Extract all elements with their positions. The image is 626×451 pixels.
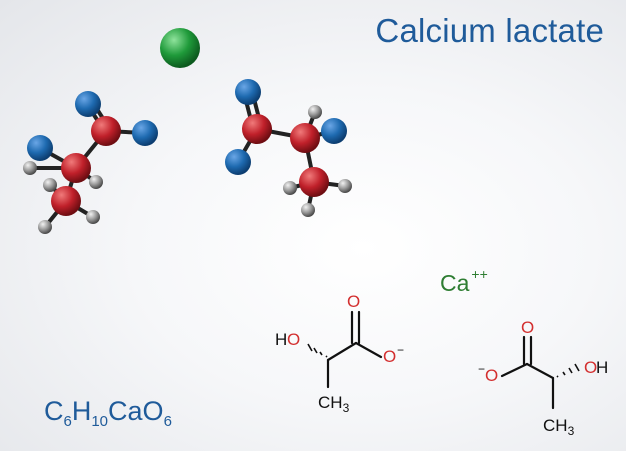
lactate-model-left-atoms [23,91,158,234]
oxygen-atom [235,79,261,105]
hydrogen-atom [308,105,322,119]
ion-charge: ++ [471,266,488,282]
skeletal-formula-right: − O O O H CH3 [478,318,608,438]
calcium-ion-label: Ca++ [440,267,488,297]
hydroxyl-o-label: O [287,330,300,349]
oxygen-atom [321,118,347,144]
carboxylate-oxygen-label: O [383,347,396,366]
ion-symbol: Ca [440,270,470,296]
hydroxyl-h-label: H [596,358,608,377]
lactate-model-right-atoms [225,79,352,217]
skeletal-bonds [500,335,555,410]
carbon-atom [290,123,320,153]
formula-subscript: 10 [91,413,109,430]
carbonyl-oxygen-label: O [347,292,360,311]
methyl-label: CH3 [543,416,575,438]
hydrogen-atom [38,220,52,234]
carboxylate-oxygen-label: O [485,366,498,385]
carbon-atom [61,153,91,183]
hydrogen-atom [89,175,103,189]
negative-charge: − [478,362,485,376]
carbon-atom [51,186,81,216]
hydrogen-atom [23,161,37,175]
hashed-wedge-bond [556,363,580,378]
formula-subscript: 6 [63,413,72,430]
carbon-atom [242,114,272,144]
oxygen-atom [27,135,53,161]
methyl-label: CH3 [318,393,350,415]
hydroxyl-h-label: H [275,330,287,349]
skeletal-bonds [326,310,383,389]
diagram-title: Calcium lactate [375,12,604,49]
formula-element: CaO [108,396,164,426]
skeletal-formula-left: H O O O − CH3 [275,292,404,415]
calcium-atom [160,28,200,68]
molecular-formula: C6H10CaO6 [44,396,172,430]
hydrogen-atom [283,181,297,195]
carbonyl-oxygen-label: O [521,318,534,337]
oxygen-atom [225,149,251,175]
hydroxyl-o-label: O [584,358,597,377]
formula-subscript: 6 [163,413,172,430]
hashed-wedge-bond [307,343,328,358]
formula-element: C [44,396,64,426]
formula-element: H [71,396,92,426]
hydrogen-atom [338,179,352,193]
hydrogen-atom [86,210,100,224]
oxygen-atom [132,120,158,146]
carbon-atom [299,167,329,197]
hydrogen-atom [43,178,57,192]
hydrogen-atom [301,203,315,217]
negative-charge: − [397,343,404,357]
oxygen-atom [75,91,101,117]
carbon-atom [91,116,121,146]
